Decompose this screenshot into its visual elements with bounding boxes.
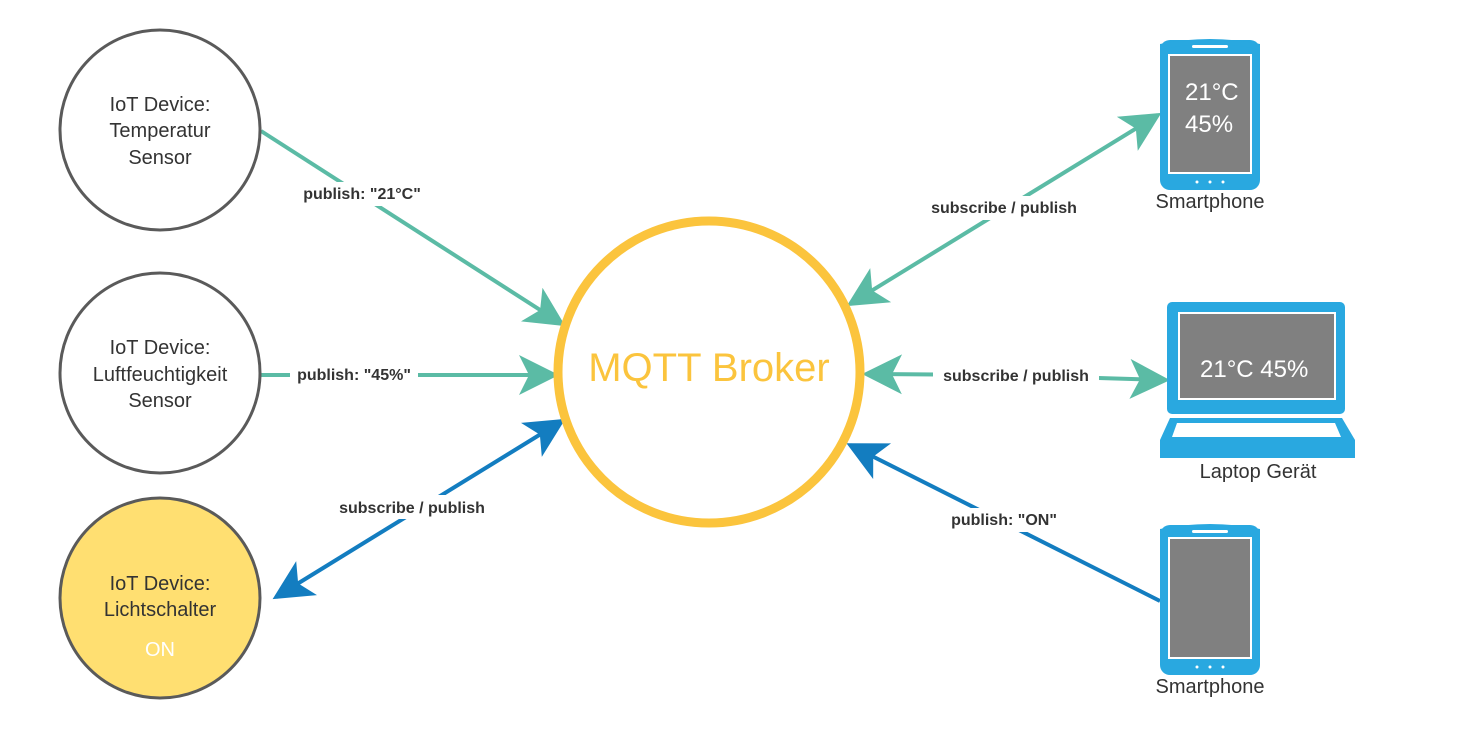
node-label-line: IoT Device: — [110, 573, 211, 595]
edge-humidity-to-broker: publish: "45%" — [261, 355, 559, 395]
node-label-line: IoT Device: — [110, 94, 211, 116]
client-smartphone-bottom[interactable]: Smartphone — [1156, 524, 1265, 698]
screen-line: 21°C 45% — [1200, 356, 1308, 383]
edge-switch-broker: subscribe / publish — [272, 418, 566, 600]
switch-state: ON — [145, 639, 175, 661]
screen-line: 45% — [1185, 111, 1233, 138]
edge-broker-phone-top: subscribe / publish — [846, 112, 1162, 307]
edge-label-bg — [942, 508, 1066, 532]
edge-label-bg — [933, 364, 1099, 388]
screen-line: 21°C — [1185, 79, 1239, 106]
edge-label-bg — [328, 495, 496, 519]
node-mqtt-broker[interactable]: MQTT Broker — [553, 216, 865, 528]
broker-label: MQTT Broker — [588, 346, 830, 390]
laptop-icon — [1160, 302, 1355, 458]
node-label-line: Temperatur — [109, 120, 210, 142]
edge-broker-laptop: subscribe / publish — [862, 354, 1170, 399]
edge-label: publish: "45%" — [297, 367, 411, 384]
client-smartphone-top[interactable]: 21°C 45% Smartphone — [1156, 39, 1265, 213]
edge-label-bg — [920, 196, 1088, 220]
edge-temp-to-broker: publish: "21°C" — [259, 129, 566, 327]
edge-phone-bottom-to-broker: publish: "ON" — [846, 443, 1161, 603]
device-label: Laptop Gerät — [1200, 461, 1317, 483]
node-circle — [58, 271, 262, 475]
edge-label-bg — [294, 182, 430, 206]
node-label-line: Sensor — [128, 390, 192, 412]
node-light-switch[interactable]: IoT Device: Lichtschalter ON — [58, 496, 262, 700]
edge-label: subscribe / publish — [943, 368, 1089, 385]
node-label-line: Lichtschalter — [104, 599, 217, 621]
edge-label-bg — [290, 363, 418, 387]
edge-label: subscribe / publish — [931, 200, 1077, 217]
node-label-line: IoT Device: — [110, 337, 211, 359]
edge-label: publish: "ON" — [951, 512, 1057, 529]
client-laptop[interactable]: 21°C 45% Laptop Gerät — [1160, 302, 1355, 483]
device-label: Smartphone — [1156, 676, 1265, 698]
edge-label: publish: "21°C" — [303, 186, 421, 203]
smartphone-icon — [1160, 39, 1260, 190]
edge-label: subscribe / publish — [339, 500, 485, 517]
smartphone-icon — [1160, 524, 1260, 675]
node-circle — [58, 496, 262, 700]
edge-line — [259, 129, 566, 327]
broker-circle — [553, 216, 865, 528]
node-temperature-sensor[interactable]: IoT Device: Temperatur Sensor — [58, 28, 262, 232]
node-label-line: Sensor — [128, 147, 192, 169]
node-label-line: Luftfeuchtigkeit — [93, 364, 228, 386]
node-humidity-sensor[interactable]: IoT Device: Luftfeuchtigkeit Sensor — [58, 271, 262, 475]
node-circle — [58, 28, 262, 232]
device-label: Smartphone — [1156, 191, 1265, 213]
